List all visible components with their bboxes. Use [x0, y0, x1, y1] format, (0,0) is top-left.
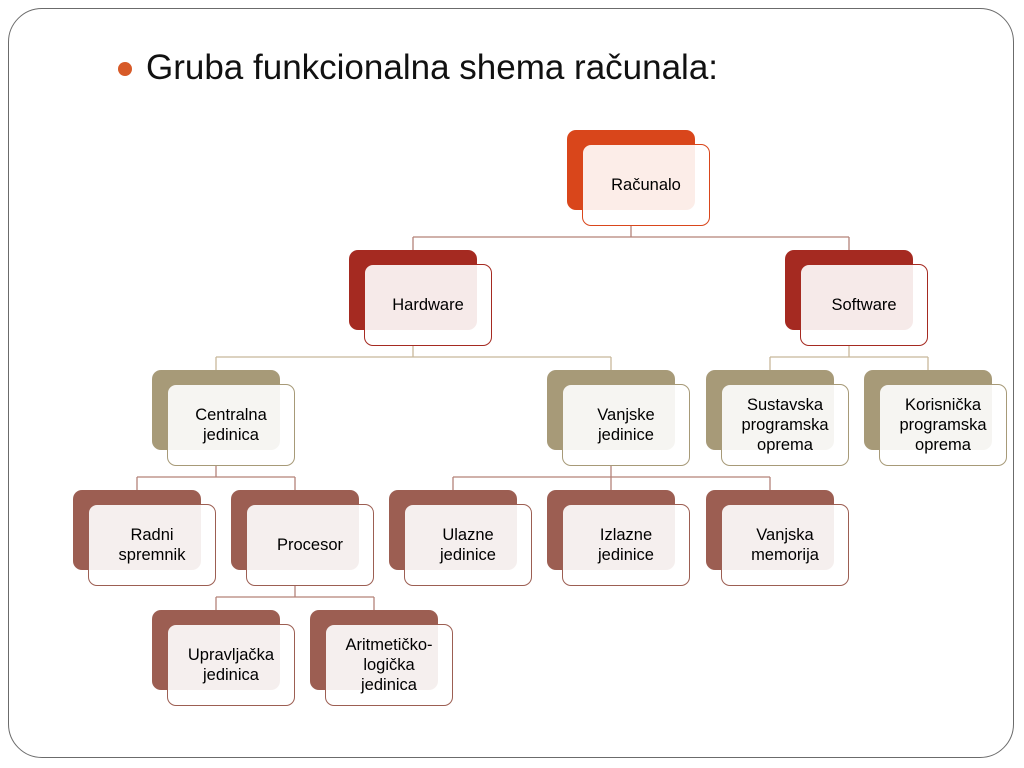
bullet-icon [118, 62, 132, 76]
node-ulazne-jedinice-label: Ulazne jedinice [404, 504, 532, 586]
node-korisnicka-oprema-label: Korisnička programska oprema [879, 384, 1007, 466]
node-hardware-label: Hardware [364, 264, 492, 346]
node-sustavska-oprema-label: Sustavska programska oprema [721, 384, 849, 466]
node-vanjske-jedinice-label: Vanjske jedinice [562, 384, 690, 466]
node-racunalo-label: Računalo [582, 144, 710, 226]
slide-heading: Gruba funkcionalna shema računala: [146, 48, 719, 87]
node-vanjska-memorija-label: Vanjska memorija [721, 504, 849, 586]
node-aritmeticko-logicka-jedinica-label: Aritmetičko- logička jedinica [325, 624, 453, 706]
node-upravljacka-jedinica-label: Upravljačka jedinica [167, 624, 295, 706]
node-radni-spremnik-label: Radni spremnik [88, 504, 216, 586]
node-izlazne-jedinice-label: Izlazne jedinice [562, 504, 690, 586]
node-software-label: Software [800, 264, 928, 346]
node-centralna-jedinica-label: Centralna jedinica [167, 384, 295, 466]
node-procesor-label: Procesor [246, 504, 374, 586]
